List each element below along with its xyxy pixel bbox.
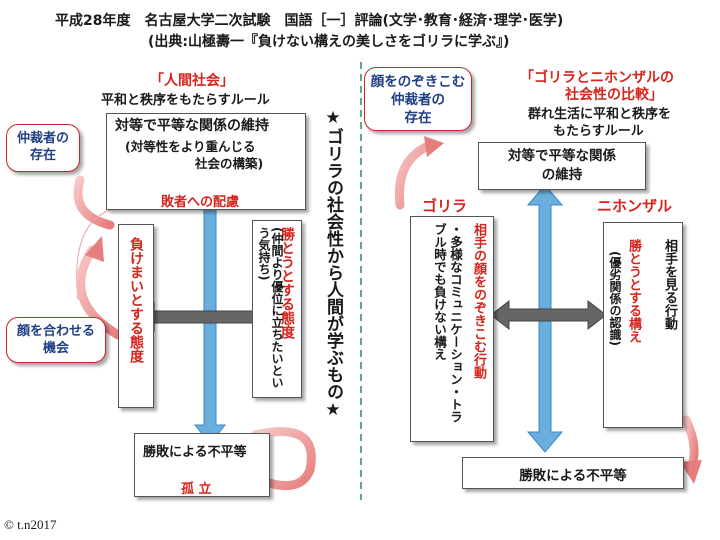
curve-arrow-left-right <box>250 427 316 491</box>
macaque-dominance-note: (優劣関係の認識) <box>608 251 622 346</box>
left-top-box-line2: (対等性をより重んじる <box>125 139 256 154</box>
right-subtitle-line2: もたらすルール <box>553 124 644 139</box>
left-top-box-line1: 対等で平等な関係の維持 <box>115 118 269 134</box>
japanese-macaque-label: ニホンザル <box>597 197 673 215</box>
left-vertical-box: 負けまいとする態度 <box>118 224 154 408</box>
mediator-bubble: 仲裁者の 存在 <box>6 124 80 172</box>
gorilla-description: ・多様なコミュニケーション・トラブル時でも負けない構え <box>432 223 463 423</box>
macaque-box: 相手を見る行動 勝とうとする構え (優劣関係の認識) <box>603 222 683 428</box>
center-vertical-title: ★ゴリラの社会性から人間が学ぶもの★ <box>323 108 343 420</box>
left-top-box: 対等で平等な関係の維持 (対等性をより重んじる 社会の構築) 敗者への配慮 <box>106 113 306 210</box>
right-top-box: 対等で平等な関係 の維持 <box>478 142 646 190</box>
left-subtitle: 平和と秩序をもたらすルール <box>101 93 270 108</box>
curve-arrow-left-bottom-body <box>76 245 123 340</box>
right-title-line1: 「ゴリラとニホンザルの <box>520 70 674 86</box>
left-inequality: 勝敗による不平等 <box>143 445 247 460</box>
loser-consideration: 敗者への配慮 <box>161 195 240 210</box>
face-to-face-bubble: 顔を合わせる 機会 <box>6 317 106 363</box>
right-bottom-box: 勝敗による不平等 <box>462 457 684 489</box>
curve-arrow-right-top <box>394 140 435 210</box>
copyright: © t.n2017 <box>4 517 57 532</box>
not-lose-attitude: 負けまいとする態度 <box>128 237 144 363</box>
win-attitude-note: (仲間より優位に立ちたいという気持ち) <box>257 227 284 389</box>
macaque-look-behavior: 相手を見る行動 <box>662 239 677 330</box>
header-source: (出典:山極壽一『負けない構えの美しさをゴリラに学ぶ』) <box>148 34 510 50</box>
right-vertical-box: 勝とうとする態度 (仲間より優位に立ちたいという気持ち) <box>252 220 302 398</box>
macaque-win-stance: 勝とうとする構え <box>626 239 641 343</box>
left-bottom-box: 勝敗による不平等 孤 立 <box>134 433 270 497</box>
curve-arrow-left-top <box>73 175 115 230</box>
left-title: 「人間社会」 <box>150 73 234 89</box>
win-attitude: 勝とうとする態度 <box>279 227 295 339</box>
gorilla-box: 相手の顔をのぞきこむ行動 ・多様なコミュニケーション・トラブル時でも負けない構え <box>410 216 494 442</box>
header-title: 平成28年度 名古屋大学二次試験 国語［一］評論(文学･教育･経済･理学･医学) <box>55 13 564 29</box>
isolation: 孤 立 <box>181 482 212 497</box>
gorilla-label: ゴリラ <box>422 197 468 215</box>
gorilla-peeking-behavior: 相手の顔をのぞきこむ行動 <box>471 223 486 379</box>
left-top-box-line3: 社会の構築) <box>195 156 264 171</box>
peeking-mediator-bubble: 顔をのぞきこむ 仲裁者の 存在 <box>364 67 472 131</box>
right-subtitle-line1: 群れ生活に平和と秩序を <box>528 107 672 122</box>
right-title-line2: 社会性の比較」 <box>565 87 663 103</box>
